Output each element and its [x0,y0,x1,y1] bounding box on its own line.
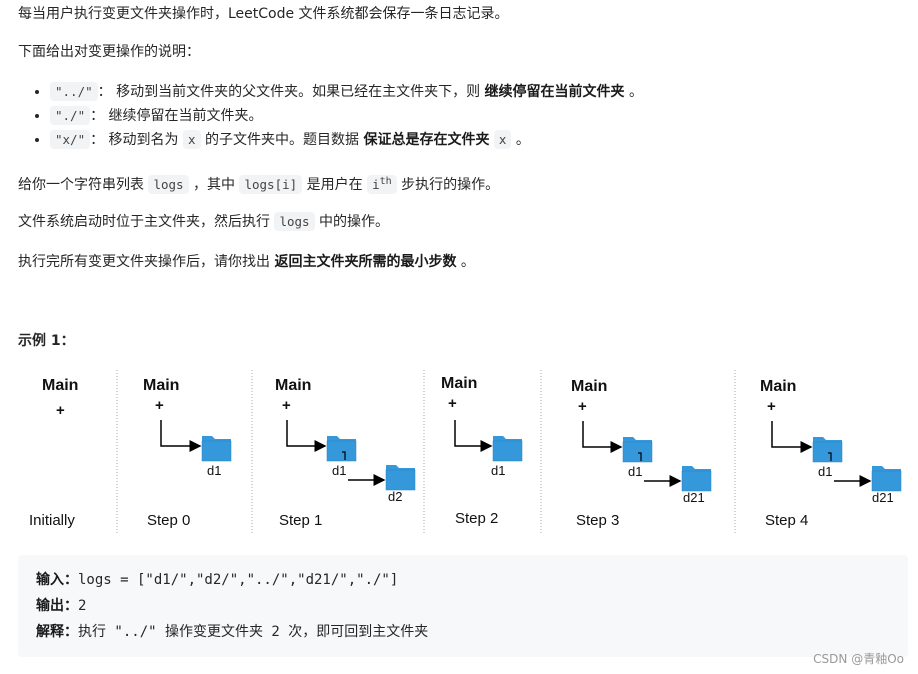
list-item: "x/"： 移动到名为 x 的子文件夹中。题目数据 保证总是存在文件夹 x 。 [50,128,643,152]
code: logs[i] [239,175,303,195]
logs-paragraph: 给你一个字符串列表 logs ，其中 logs[i] 是用户在 ith 步执行的… [18,172,499,195]
explain-label: 解释： [36,624,78,640]
step-label: Step 3 [576,512,619,529]
text: 文件系统启动时位于主文件夹，然后执行 [18,214,275,230]
step-label: Step 4 [765,512,808,529]
folder-icon-body [681,470,712,492]
folder-icon-body [385,469,416,491]
arrow [771,421,813,453]
connector [342,451,346,460]
connector [638,452,642,461]
text: ： 移动到当前文件夹的父文件夹。如果已经在主文件夹下，则 [97,84,485,100]
folder-icon-body [812,441,843,463]
code: "./" [50,106,91,125]
text: 。 [624,84,643,100]
folder-label: d1 [207,463,221,478]
bold-text: 保证总是存在文件夹 [363,132,490,148]
text: 的子文件夹中。题目数据 [200,132,364,148]
intro-text: 每当用户执行变更文件夹操作时，LeetCode 文件系统都会保存一条日志记录。 [18,6,509,22]
text: ： 继续停留在当前文件夹。 [90,108,263,124]
watermark: CSDN @青釉Oo [813,652,904,666]
step-label: Initially [29,512,75,529]
arrow [160,420,202,452]
folder-label: d2 [388,489,402,504]
dividers [116,370,736,535]
input-line: 输入：logs = ["d1/","d2/","../","d21/","./"… [36,570,398,590]
step-label: Step 1 [279,512,322,529]
list-item: "./"： 继续停留在当前文件夹。 [50,104,643,128]
text: 给你一个字符串列表 [18,177,149,194]
text: 。 [511,132,530,148]
code: x [493,130,512,149]
explain-value: 执行 "../" 操作变更文件夹 2 次，即可回到主文件夹 [78,624,429,640]
folder-icon-body [492,440,523,462]
bold-text: 继续停留在当前文件夹 [484,84,625,100]
folder-label: d21 [872,490,894,505]
main-label: Main [441,375,477,392]
connector [828,452,832,461]
folder-label: d1 [628,464,642,479]
arrow [286,420,327,452]
text: 是用户在 [302,177,368,194]
main-plus-icon: + [448,395,457,412]
input-label: 输入： [36,572,78,588]
folder-diagram: Main + Initially Main + Step 0 d1 Main + Step 1 d1… [29,370,902,535]
main-plus-icon: + [578,398,587,415]
code: logs [148,175,189,195]
text: 步执行的操作。 [396,177,500,194]
folder-label: d1 [818,464,832,479]
folder-label: d1 [491,463,505,478]
code-i: i [372,177,380,193]
folder-label: d21 [683,490,705,505]
main-label: Main [275,377,311,394]
folder-icon-body [622,441,653,463]
main-label: Main [143,377,179,394]
code: "../" [50,82,98,101]
text: 。 [456,254,475,270]
arrow [454,420,493,452]
text: ，其中 [188,177,240,194]
folder-label: d1 [332,463,346,478]
main-plus-icon: + [767,398,776,415]
text: 中的操作。 [314,214,390,230]
code: "x/" [50,130,91,149]
main-label: Main [571,378,607,395]
main-plus-icon: + [56,402,65,419]
step-label: Step 2 [455,510,498,527]
arrow [582,421,623,453]
text: ： 移动到名为 [90,132,184,148]
text: 执行完所有变更文件夹操作后，请你找出 [18,254,275,270]
task-paragraph: 执行完所有变更文件夹操作后，请你找出 返回主文件夹所需的最小步数 。 [18,252,475,272]
code: ith [367,175,397,195]
bold-text: 返回主文件夹所需的最小步数 [274,254,457,270]
ops-title: 下面给出对变更操作的说明： [18,44,200,60]
output-line: 输出：2 [36,596,86,616]
main-plus-icon: + [155,397,164,414]
example-box: 输入：logs = ["d1/","d2/","../","d21/","./"… [18,555,908,657]
main-plus-icon: + [282,397,291,414]
folder-icon-body [201,440,232,462]
code: logs [274,212,315,231]
main-label: Main [760,378,796,395]
example-title: 示例 1： [18,333,75,349]
folder-icon-body [326,440,357,462]
main-label: Main [42,377,78,394]
step-label: Step 0 [147,512,190,529]
superscript: th [379,176,392,187]
start-paragraph: 文件系统启动时位于主文件夹，然后执行 logs 中的操作。 [18,212,389,232]
code: x [183,130,201,149]
input-value: logs = ["d1/","d2/","../","d21/","./"] [78,572,399,588]
folder-icon-body [871,470,902,492]
output-label: 输出： [36,598,78,614]
explain-line: 解释：执行 "../" 操作变更文件夹 2 次，即可回到主文件夹 [36,622,428,642]
ops-list: "../"： 移动到当前文件夹的父文件夹。如果已经在主文件夹下，则 继续停留在当… [30,80,643,152]
list-item: "../"： 移动到当前文件夹的父文件夹。如果已经在主文件夹下，则 继续停留在当… [50,80,643,104]
output-value: 2 [78,598,87,614]
